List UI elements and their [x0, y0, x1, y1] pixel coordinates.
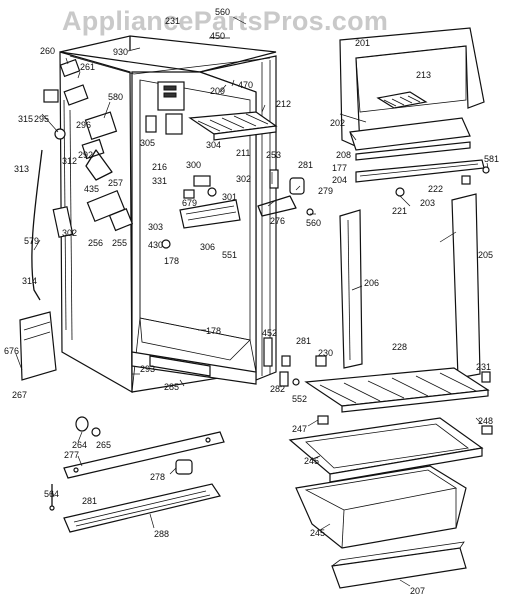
crisper-drawer	[295, 465, 467, 549]
callout-label: 277	[64, 450, 79, 460]
callout-label: 302	[236, 174, 251, 184]
callout-label: 676	[4, 346, 19, 356]
callout-label: 281	[298, 160, 313, 170]
callout-label: 256	[88, 238, 103, 248]
thermostat-group	[161, 175, 241, 249]
callout-label: 206	[364, 278, 379, 288]
callout-label: 930	[113, 47, 128, 57]
callout-label: 228	[392, 342, 407, 352]
callout-label: 204	[332, 175, 347, 185]
refrigerator-cabinet	[59, 35, 277, 394]
callout-label: 282	[270, 384, 285, 394]
callout-label: 265	[96, 440, 111, 450]
callout-label: 315	[18, 114, 33, 124]
callout-label: 213	[416, 70, 431, 80]
callout-label: 221	[392, 206, 407, 216]
callout-label: 288	[154, 529, 169, 539]
hinge-parts	[257, 169, 314, 217]
control-housing	[145, 81, 185, 135]
callout-label: 267	[12, 390, 27, 400]
callout-label: 245	[310, 528, 325, 538]
callout-label: 257	[108, 178, 123, 188]
callout-labels: 560 231 450 930 201 260 261 580 296 295 …	[4, 7, 499, 596]
callout-label: 264	[72, 440, 87, 450]
callout-label: 564	[44, 489, 59, 499]
callout-label: 430	[148, 240, 163, 250]
callout-label: 313	[14, 164, 29, 174]
callout-label: 253	[266, 150, 281, 160]
callout-label: 209	[210, 86, 225, 96]
callout-label: 281	[296, 336, 311, 346]
callout-label: 306	[200, 242, 215, 252]
door-bin	[331, 541, 467, 589]
callout-label: 295	[34, 114, 49, 124]
crisper-cover	[288, 417, 484, 483]
callout-label: 679	[182, 198, 197, 208]
fresh-food-shelf	[304, 367, 490, 413]
callout-label: 580	[108, 92, 123, 102]
callout-label: 292	[78, 150, 93, 160]
door-side-rails	[339, 193, 481, 379]
callout-label: 300	[186, 160, 201, 170]
callout-label: 279	[318, 186, 333, 196]
freezer-shelf	[188, 111, 278, 141]
callout-label: 202	[330, 118, 345, 128]
callout-label: 301	[222, 192, 237, 202]
callout-label: 260	[40, 46, 55, 56]
callout-label: 285	[164, 382, 179, 392]
tube	[31, 149, 43, 301]
callout-label: 203	[420, 198, 435, 208]
leader-lines	[15, 16, 489, 587]
callout-label: 205	[478, 250, 493, 260]
callout-label: 551	[222, 250, 237, 260]
callout-label: 303	[148, 222, 163, 232]
callout-label: 245	[304, 456, 319, 466]
callout-label: 222	[428, 184, 443, 194]
freezer-door-liner	[339, 27, 485, 151]
back-panel	[19, 311, 57, 381]
callout-label: 278	[150, 472, 165, 482]
callout-label: 331	[152, 176, 167, 186]
door-trim-strips	[355, 141, 490, 197]
shelf-supports	[263, 337, 493, 435]
callout-label: 248	[478, 416, 493, 426]
callout-label: 178	[164, 256, 179, 266]
control-parts-group	[43, 58, 134, 238]
callout-label: 178	[206, 326, 221, 336]
lower-left-parts	[49, 416, 225, 533]
callout-label: 216	[152, 162, 167, 172]
callout-label: 560	[306, 218, 321, 228]
callout-label: 293	[140, 364, 155, 374]
callout-label: 207	[410, 586, 425, 596]
callout-label: 579	[24, 236, 39, 246]
callout-label: 560	[215, 7, 230, 17]
callout-label: 452	[262, 328, 277, 338]
callout-label: 255	[112, 238, 127, 248]
callout-label: 305	[140, 138, 155, 148]
callout-label: 312	[62, 156, 77, 166]
callout-label: 247	[292, 424, 307, 434]
callout-label: 208	[336, 150, 351, 160]
callout-label: 230	[318, 348, 333, 358]
callout-label: 281	[82, 496, 97, 506]
callout-label: 435	[84, 184, 99, 194]
watermark-text: AppliancePartsPros.com	[62, 6, 389, 36]
callout-label: 302	[62, 228, 77, 238]
callout-label: 450	[210, 31, 225, 41]
callout-label: 552	[292, 394, 307, 404]
callout-label: 276	[270, 216, 285, 226]
callout-label: 470	[238, 80, 253, 90]
callout-label: 261	[80, 62, 95, 72]
callout-label: 177	[332, 163, 347, 173]
callout-label: 581	[484, 154, 499, 164]
callout-label: 231	[476, 362, 491, 372]
callout-label: 296	[76, 120, 91, 130]
callout-label: 211	[236, 148, 250, 158]
callout-label: 201	[355, 38, 370, 48]
callout-label: 212	[276, 99, 291, 109]
callout-label: 231	[165, 16, 180, 26]
callout-label: 314	[22, 276, 37, 286]
callout-label: 304	[206, 140, 221, 150]
